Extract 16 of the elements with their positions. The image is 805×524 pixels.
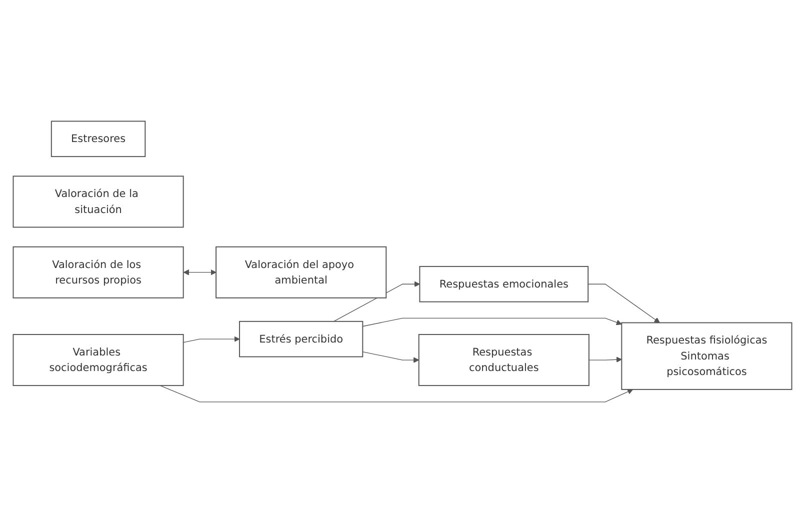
node-box: Variables sociodemográficas [12, 334, 184, 386]
node-box: Respuestas conductuales [418, 334, 590, 386]
arrow [160, 386, 634, 403]
node-box: Valoración de los recursos propios [12, 246, 184, 299]
arrow [588, 357, 622, 363]
node-box: Valoración del apoyo ambiental [216, 246, 387, 299]
node-box: Estresores [50, 121, 146, 158]
node-box: Valoración de la situación [12, 176, 184, 228]
arrow [183, 336, 240, 344]
arrow [362, 352, 420, 364]
node-box: Estrés percibido [239, 321, 364, 358]
arrow [588, 284, 660, 324]
arrow [362, 318, 622, 328]
node-box: Respuestas emocionales [419, 266, 589, 303]
arrow [183, 270, 216, 276]
node-box: Respuestas fisiológicas Sintomas psicosomáticos [621, 322, 792, 390]
